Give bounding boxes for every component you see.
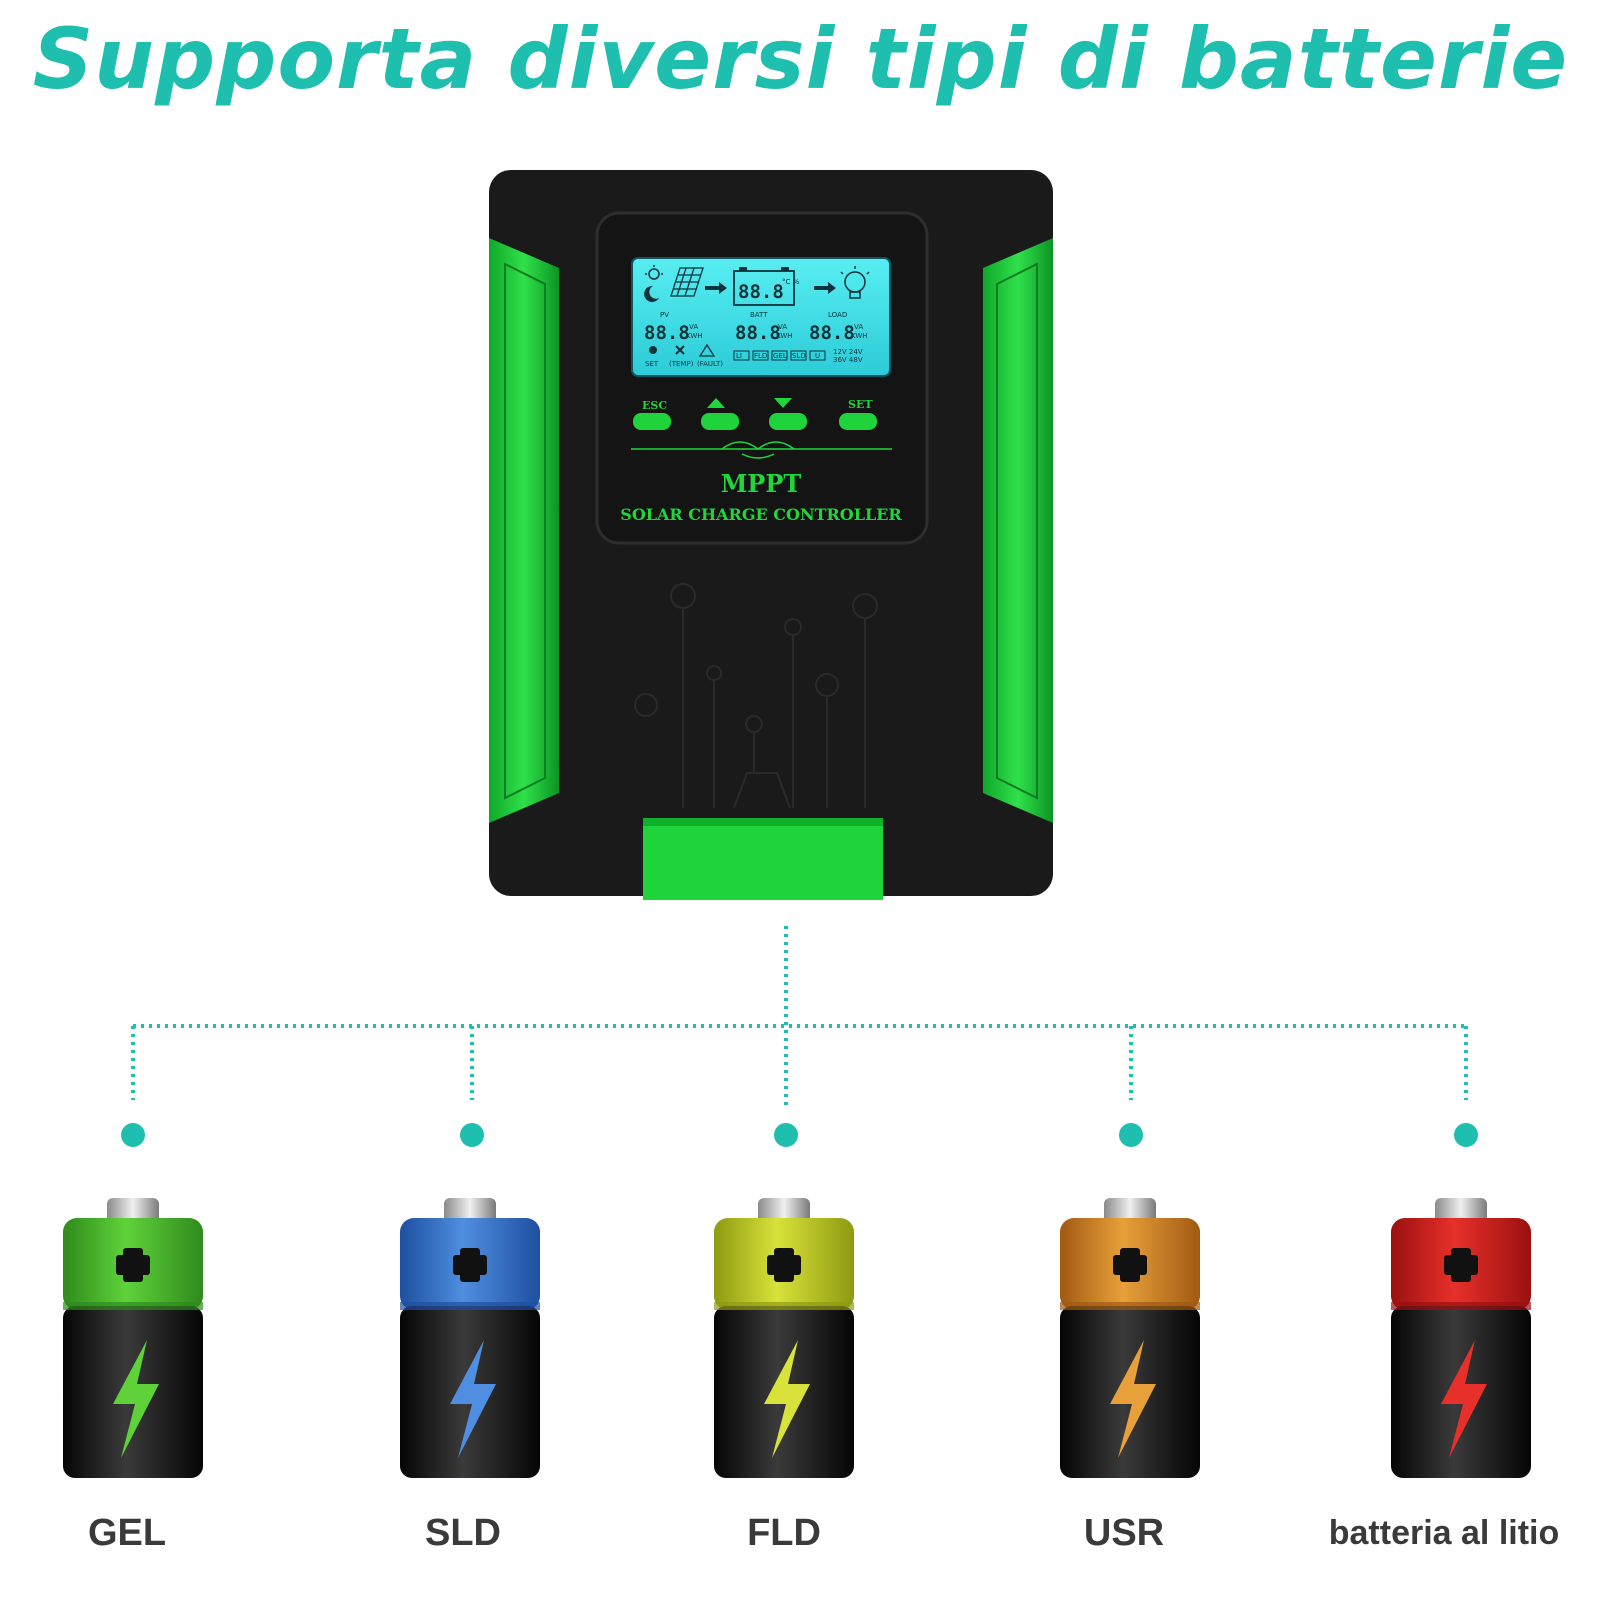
lcd-load-label: LOAD <box>828 311 847 319</box>
temperature-icon <box>675 345 685 355</box>
lcd-screen: 88.8 °C % PV BATT LOAD 88.8 VA KWH 88.8 … <box>631 257 891 377</box>
lcd-batt-value: 88.8 <box>735 322 781 344</box>
lcd-battery-icon <box>733 270 795 306</box>
connector-dot <box>1454 1123 1478 1147</box>
battery-icon-sld <box>400 1198 540 1478</box>
battery-label-lithium: batteria al litio <box>1328 1514 1560 1552</box>
lightning-icon <box>1110 1340 1156 1458</box>
arrow-icon <box>814 282 836 294</box>
ornament <box>631 441 892 459</box>
battery-icon-fld <box>714 1198 854 1478</box>
plus-icon <box>453 1248 487 1282</box>
up-arrow-icon <box>707 398 725 408</box>
lcd-unit-temp: °C % <box>782 278 800 286</box>
battery-terminal <box>1435 1198 1487 1224</box>
lcd-mode: FLD <box>754 352 767 360</box>
warning-icon <box>698 343 716 357</box>
brand-mppt: MPPT <box>721 469 802 498</box>
lcd-unit-kwh: KWH <box>851 332 868 340</box>
lcd-mode: SLD <box>792 352 806 360</box>
bulb-icon <box>840 266 870 299</box>
product-name: SOLAR CHARGE CONTROLLER <box>620 505 902 524</box>
down-arrow-icon <box>774 398 792 408</box>
lcd-mode: LI <box>736 352 742 360</box>
lcd-voltages: 36V 48V <box>833 356 863 364</box>
set-label: SET <box>848 398 873 411</box>
lcd-unit-va: VA <box>778 323 787 331</box>
lcd-pv-label: PV <box>660 311 669 319</box>
right-green-panel <box>983 238 1053 823</box>
battery-terminal <box>107 1198 159 1224</box>
down-button[interactable] <box>769 413 807 430</box>
lcd-load-value: 88.8 <box>809 322 855 344</box>
battery-terminal <box>444 1198 496 1224</box>
lightning-icon <box>450 1340 496 1458</box>
battery-icon-gel <box>63 1198 203 1478</box>
lcd-batt-label: BATT <box>750 311 768 319</box>
left-green-panel <box>489 238 559 823</box>
lcd-mode: GEL <box>773 352 787 360</box>
circuit-decoration <box>634 583 878 809</box>
gear-icon <box>649 346 657 354</box>
plus-icon <box>116 1248 150 1282</box>
lcd-pv-value: 88.8 <box>644 322 690 344</box>
lcd-center-readout: 88.8 <box>738 281 784 303</box>
lcd-voltages: 12V 24V <box>833 348 863 356</box>
bottom-green-tab <box>643 818 883 900</box>
lcd-mode: U <box>815 352 820 360</box>
battery-icon-usr <box>1060 1198 1200 1478</box>
arrow-icon <box>705 282 727 294</box>
sun-icon <box>645 265 663 280</box>
esc-label: ESC <box>642 399 667 412</box>
up-button[interactable] <box>701 413 739 430</box>
lcd-indicator-temp: (TEMP) <box>669 360 694 368</box>
plus-icon <box>1113 1248 1147 1282</box>
plus-icon <box>1444 1248 1478 1282</box>
lightning-icon <box>113 1340 159 1458</box>
connector-dot <box>121 1123 145 1147</box>
connector-tree <box>121 926 1478 1147</box>
connector-dot <box>460 1123 484 1147</box>
lcd-indicator-fault: (FAULT) <box>697 360 723 368</box>
esc-button[interactable] <box>633 413 671 430</box>
battery-label-fld: FLD <box>747 1512 821 1554</box>
lightning-icon <box>1441 1340 1487 1458</box>
solar-charge-controller: 88.8 °C % PV BATT LOAD 88.8 VA KWH 88.8 … <box>489 170 1053 900</box>
battery-label-gel: GEL <box>87 1512 167 1554</box>
moon-icon <box>644 285 659 302</box>
lcd-unit-kwh: KWH <box>776 332 793 340</box>
battery-terminal <box>758 1198 810 1224</box>
battery-label-usr: USR <box>1083 1512 1165 1554</box>
plus-icon <box>767 1248 801 1282</box>
set-button[interactable] <box>839 413 877 430</box>
connector-dot <box>1119 1123 1143 1147</box>
battery-icon-lithium <box>1391 1198 1531 1478</box>
headline: Supporta diversi tipi di batterie <box>32 10 1569 108</box>
connector-dot <box>774 1123 798 1147</box>
battery-label-sld: SLD <box>425 1512 501 1554</box>
lcd-unit-va: VA <box>689 323 698 331</box>
lightning-icon <box>764 1340 810 1458</box>
solar-panel-icon <box>670 267 704 297</box>
lcd-unit-va: VA <box>854 323 863 331</box>
lcd-indicator-set: SET <box>645 360 659 368</box>
lcd-unit-kwh: KWH <box>686 332 703 340</box>
battery-terminal <box>1104 1198 1156 1224</box>
